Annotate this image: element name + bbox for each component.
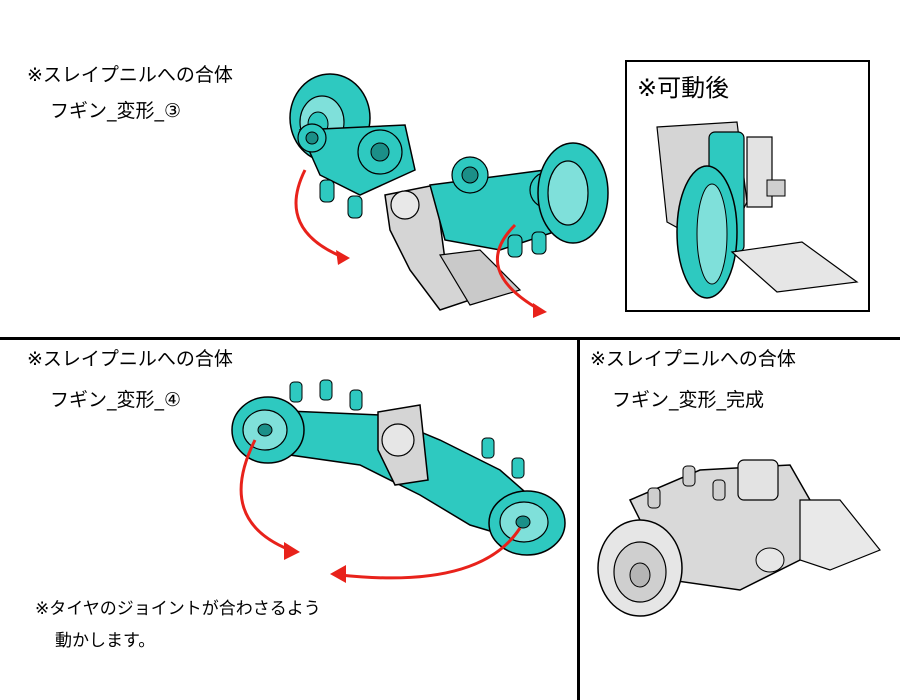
complete-title-line2: フギン_変形_完成 bbox=[612, 389, 765, 411]
complete-title-line1: ※スレイプニルへの合体 bbox=[590, 348, 796, 370]
step3-arrow-left bbox=[294, 169, 346, 260]
inset-title: ※可動後 bbox=[637, 74, 730, 102]
step3-title-line1: ※スレイプニルへの合体 bbox=[27, 64, 233, 86]
step4-note-line2: 動かします。 bbox=[55, 631, 156, 651]
horizontal-divider bbox=[0, 337, 900, 340]
vertical-divider bbox=[577, 337, 580, 700]
step3-title-line2: フギン_変形_③ bbox=[50, 100, 182, 122]
step4-title-line1: ※スレイプニルへの合体 bbox=[27, 348, 233, 370]
step4-arrow-left bbox=[239, 439, 291, 552]
inset-model-illustration bbox=[656, 121, 859, 299]
step4-note-line1: ※タイヤのジョイントが合わさるよう bbox=[35, 599, 321, 619]
step3-arrow-right bbox=[495, 223, 541, 312]
inset-after-movement: ※可動後 bbox=[625, 60, 870, 312]
complete-tail bbox=[799, 499, 881, 571]
step4-title-line2: フギン_変形_④ bbox=[50, 389, 182, 411]
step4-arrow-right bbox=[339, 527, 522, 580]
